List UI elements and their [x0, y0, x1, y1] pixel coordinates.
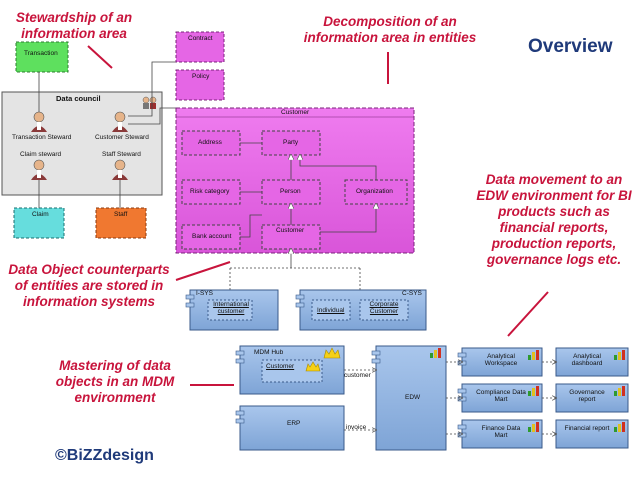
person-icon-staff-steward	[112, 159, 128, 180]
label-international-customer: International customer	[213, 301, 249, 315]
label-staff-steward: Staff Steward	[102, 151, 141, 158]
label-contract: Contract	[188, 35, 213, 42]
chart-icon-aw	[528, 350, 539, 360]
label-financial-report: Financial report	[564, 425, 610, 432]
page-title: Overview	[528, 36, 613, 57]
annotation-data-movement: Data movement to an EDW environment for …	[476, 172, 632, 267]
analytical-workspace-box	[461, 347, 543, 377]
annotation-decomposition: Decomposition of an information area in …	[303, 14, 477, 45]
copyright: ©BiZZdesign	[55, 447, 154, 464]
label-compliance-data-mart: Compliance Data Mart	[476, 389, 526, 403]
chart-icon-fdm	[528, 422, 539, 432]
pointer-counterparts	[175, 261, 231, 281]
label-transaction-steward: Transaction Steward	[12, 134, 72, 141]
finance-data-mart-box	[461, 419, 543, 449]
label-person: Person	[280, 188, 301, 195]
label-data-council: Data council	[56, 94, 101, 103]
person-icon-transaction-steward	[31, 111, 47, 132]
council-icon	[142, 96, 157, 109]
corporate-customer-box	[359, 299, 409, 321]
label-governance-report: Governance report	[569, 389, 605, 403]
financial-report-box	[555, 419, 629, 449]
transaction-box	[15, 41, 69, 73]
staff-box	[95, 207, 147, 239]
label-finance-data-mart: Finance Data Mart	[481, 425, 521, 439]
label-party: Party	[283, 139, 299, 146]
chart-icon-cdm	[528, 386, 539, 396]
label-organization: Organization	[356, 188, 393, 195]
erp-box	[239, 405, 345, 451]
pointer-data-movement	[507, 291, 549, 337]
label-flow-customer: customer	[344, 372, 371, 379]
label-policy: Policy	[192, 73, 210, 80]
label-analytical-dashboard: Analytical dashboard	[571, 353, 603, 367]
crown-icon-hub	[323, 347, 341, 359]
label-corporate-customer: Corporate Customer	[369, 301, 399, 315]
person-icon-customer-steward	[112, 111, 128, 132]
label-flow-invoice: invoice	[346, 424, 367, 431]
label-erp: ERP	[287, 420, 301, 427]
individual-box	[311, 299, 351, 321]
policy-box	[175, 69, 225, 101]
label-risk-category: Risk category	[190, 188, 230, 195]
chart-icon-fr	[614, 422, 625, 432]
annotation-stewardship: Stewardship of an information area	[15, 10, 133, 41]
risk-category-box	[181, 179, 241, 205]
label-staff: Staff	[114, 211, 128, 218]
analytical-dashboard-box	[555, 347, 629, 377]
annotation-mastering: Mastering of data objects in an MDM envi…	[55, 358, 175, 405]
chart-icon-edw	[430, 348, 441, 358]
claim-box	[13, 207, 65, 239]
address-box	[181, 130, 241, 156]
label-address: Address	[198, 139, 222, 146]
label-transaction: Transaction	[24, 50, 58, 57]
data-council-box	[1, 91, 163, 196]
international-customer-box	[207, 299, 253, 321]
label-isys: I-SYS	[196, 290, 213, 297]
edw-box	[375, 345, 447, 451]
label-mdm-hub: MDM Hub	[254, 349, 284, 356]
label-edw: EDW	[405, 394, 421, 401]
contract-box	[175, 31, 225, 63]
label-claim-steward: Claim steward	[20, 151, 62, 158]
person-icon-claim-steward	[31, 159, 47, 180]
pointer-stewardship	[87, 45, 113, 69]
label-bank-account: Bank account	[192, 233, 232, 240]
mdm-customer-box	[261, 359, 323, 383]
label-customer-area: Customer	[281, 109, 310, 116]
label-customer-entity: Customer	[276, 227, 305, 234]
label-customer-steward: Customer Steward	[95, 134, 149, 141]
crown-icon-customer	[305, 361, 321, 372]
label-mdm-customer: Customer	[266, 363, 295, 370]
label-claim: Claim	[32, 211, 49, 218]
label-individual: Individual	[317, 307, 345, 314]
annotation-counterparts: Data Object counterparts of entities are…	[8, 262, 170, 309]
chart-icon-ad	[614, 350, 625, 360]
label-csys: C-SYS	[402, 290, 422, 297]
label-analytical-workspace: Analytical Workspace	[484, 353, 518, 367]
chart-icon-gr	[614, 386, 625, 396]
